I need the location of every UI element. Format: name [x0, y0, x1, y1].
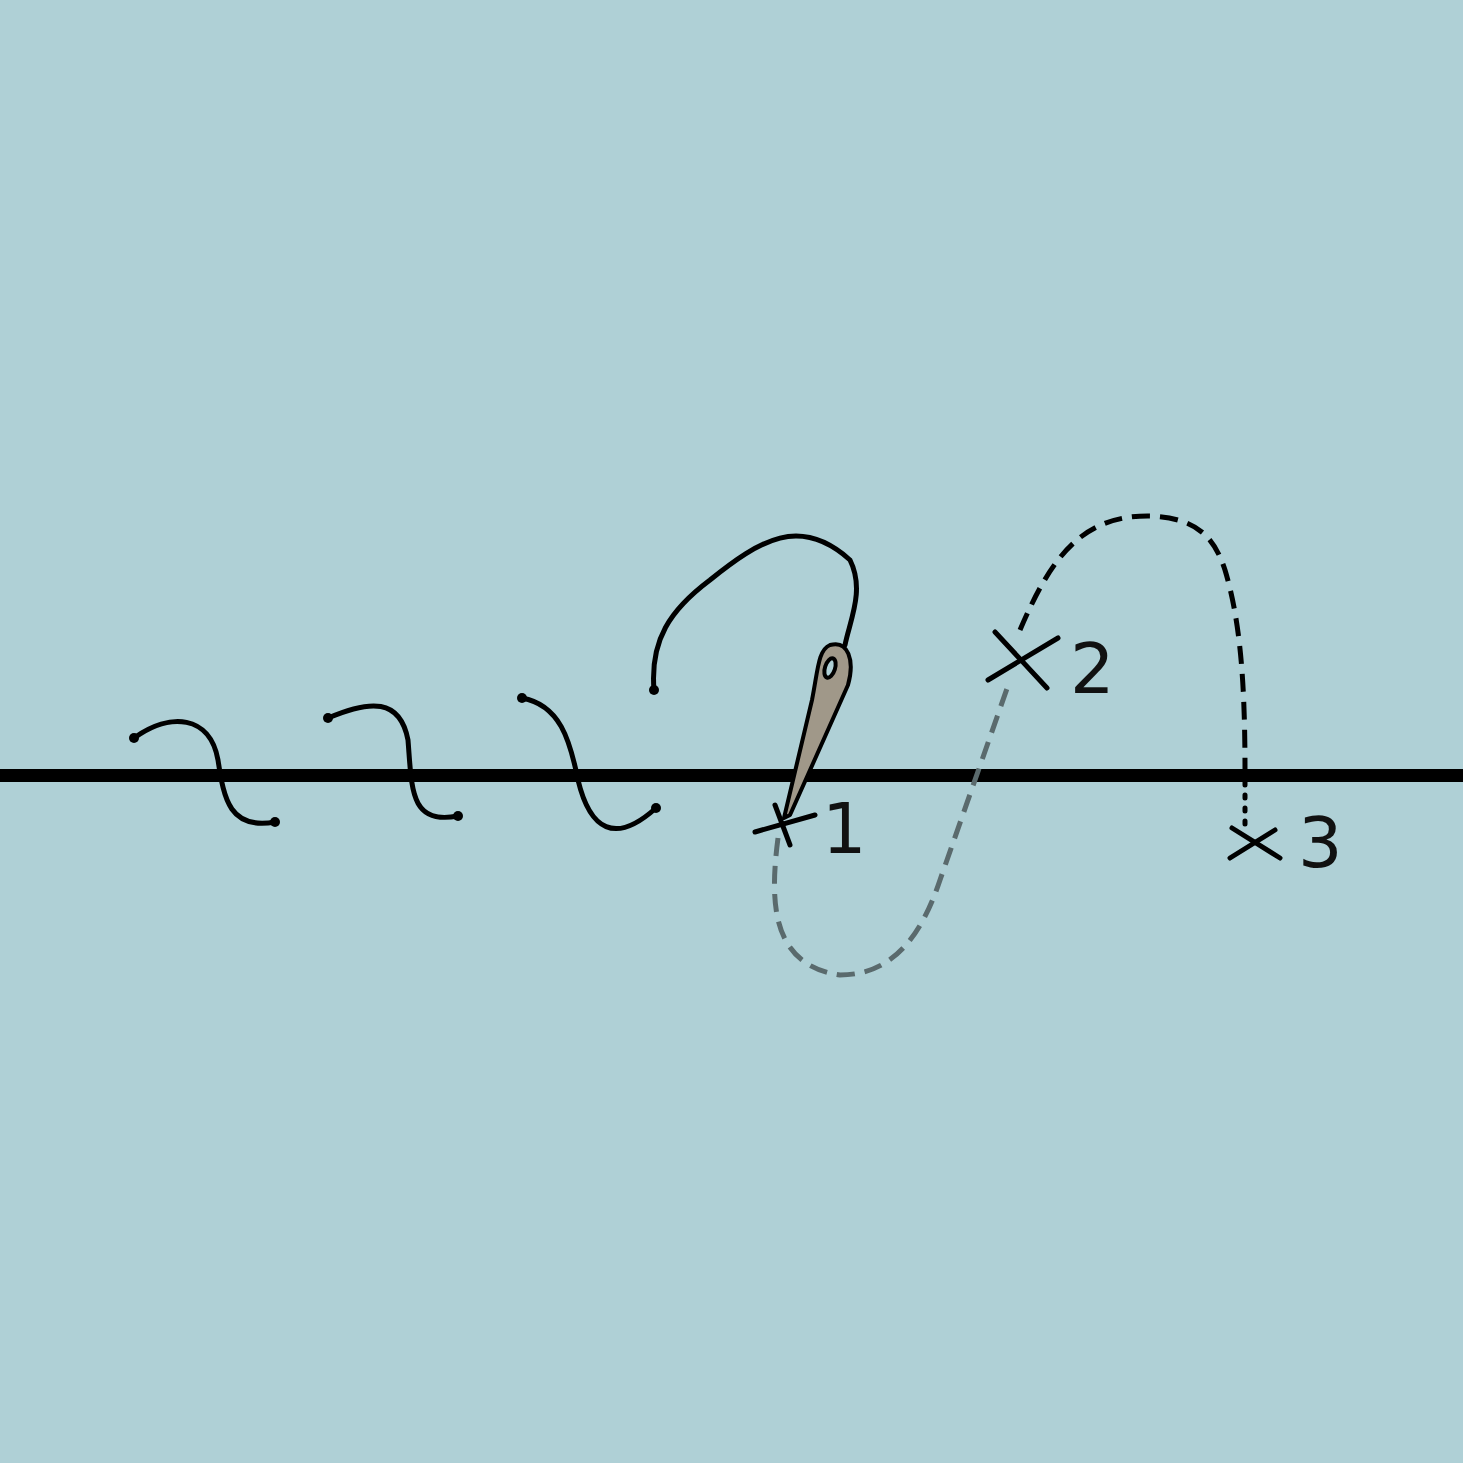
stitch-ends [129, 685, 661, 827]
callout-number: 1 [822, 794, 867, 864]
front-thread-path [1243, 782, 1248, 830]
callout-number: 2 [1070, 634, 1115, 704]
needle [784, 644, 851, 818]
callout-number: 3 [1298, 808, 1343, 878]
finished-stitches [134, 536, 856, 829]
